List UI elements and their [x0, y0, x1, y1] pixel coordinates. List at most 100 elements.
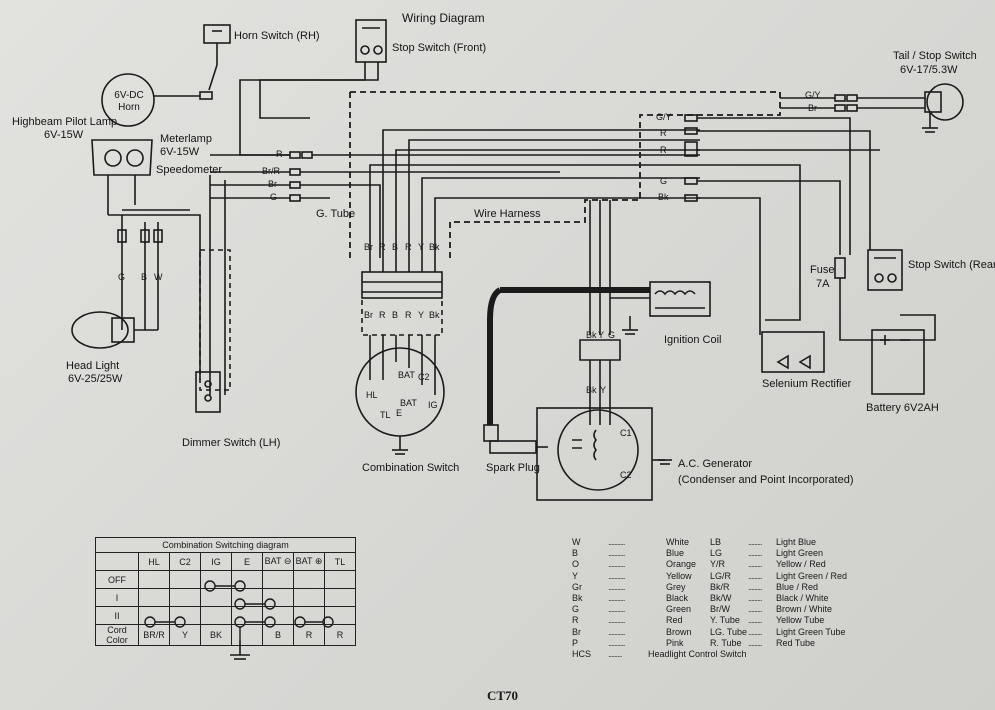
left-connector-code: R [276, 149, 283, 159]
legend-code: Bk/R [710, 581, 730, 592]
legend-code: LB [710, 537, 722, 547]
dimmer-switch-label: Dimmer Switch (LH) [182, 437, 281, 449]
legend-code: Br [572, 626, 581, 637]
row-label: II [95, 606, 139, 625]
table-header: IG [200, 552, 232, 571]
selenium-rectifier-label: Selenium Rectifier [762, 378, 852, 390]
head-light-label: Head Light [66, 360, 120, 372]
legend-meaning: Brown / White [776, 604, 833, 615]
gen-lead-code-low: Y [600, 385, 607, 395]
fuse-rating: 7A [816, 278, 830, 290]
legend-dots: ........... [608, 637, 626, 648]
table-cell [200, 606, 232, 625]
stop-switch-front-label: Stop Switch (Front) [392, 42, 487, 54]
meterlamp-label: Meterlamp [160, 133, 212, 145]
gen-lead-code-low: Bk [586, 385, 597, 395]
legend-dots: ........... [608, 615, 626, 626]
table-header: C2 [169, 552, 201, 571]
legend-meaning: Black [666, 593, 689, 604]
legend-dots: ......... [748, 548, 763, 559]
head-light-rating: 6V-25/25W [68, 373, 123, 385]
table-cell [231, 570, 263, 589]
legend-code: Y/R [710, 559, 726, 570]
legend-dots: ......... [748, 559, 763, 570]
headlight-wire-code: B [141, 272, 148, 282]
spark-plug-icon [483, 424, 548, 454]
legend-meaning: Yellow [666, 570, 692, 581]
gen-lead-code: Y [598, 330, 605, 340]
left-connectors [209, 151, 700, 395]
tail-connector-code: G/Y [805, 90, 821, 100]
table-cell: R [293, 624, 325, 646]
legend-meaning: Orange [666, 559, 697, 570]
table-header [95, 552, 139, 571]
diagram-title: Wiring Diagram [402, 11, 485, 25]
legend-dots: ........... [608, 548, 626, 559]
speedometer-label: Speedometer [156, 164, 223, 176]
table-cell [169, 588, 201, 607]
table-cell [293, 570, 325, 589]
legend-dots: ......... [748, 570, 763, 581]
legend-dots: ........... [608, 581, 626, 592]
harness-code-bottom: Br [364, 310, 373, 320]
tail-stop-switch-label: Tail / Stop Switch [893, 50, 977, 62]
harness-code: Br [364, 242, 373, 252]
legend-dots: ......... [748, 537, 763, 547]
legend-meaning: Light Green [776, 548, 824, 559]
highbeam-pilot-label: Highbeam Pilot Lamp [12, 116, 118, 128]
headlight-icon [71, 209, 201, 380]
legend-dots: ........... [608, 537, 626, 547]
legend-meaning: Blue [666, 548, 685, 559]
table-cell [169, 606, 201, 625]
fuse-icon [834, 257, 936, 341]
meterlamp-rating: 6V-15W [160, 146, 200, 158]
tail-stop-rating: 6V-17/5.3W [900, 64, 958, 76]
legend-meaning: Yellow Tube [776, 615, 825, 626]
legend-code: B [572, 548, 579, 559]
horn-icon [101, 73, 213, 127]
legend-dots: ......... [608, 649, 623, 660]
ac-generator-note: (Condenser and Point Incorporated) [678, 474, 854, 486]
horn-switch-icon [203, 24, 231, 91]
right-connector-code: Bk [658, 192, 669, 202]
legend-dots: ......... [748, 604, 763, 615]
legend-meaning: Headlight Control Switch [648, 649, 747, 660]
right-connector-code: G [660, 176, 668, 186]
legend-code: G [572, 604, 580, 615]
legend-dots: ........... [608, 604, 626, 615]
legend-meaning: Red [666, 615, 683, 626]
legend-dots: ......... [748, 581, 763, 592]
horn-switch-label: Horn Switch (RH) [234, 30, 320, 42]
table-cell [169, 570, 201, 589]
legend-dots: ........... [608, 626, 626, 637]
left-connector-code: Br/R [262, 166, 280, 176]
table-cell [262, 606, 294, 625]
g-tube-label: G. Tube [316, 208, 356, 220]
highbeam-pilot-rating: 6V-15W [44, 129, 84, 141]
combination-switch-icon [355, 258, 445, 455]
legend-code: HCS [572, 649, 592, 660]
table-cell [324, 588, 356, 607]
table-cell: Y [169, 624, 201, 646]
harness-code: R [379, 242, 386, 252]
gen-coil-label: C1 [620, 428, 632, 438]
legend-code: R. Tube [710, 637, 742, 648]
table-cell: B [262, 624, 294, 646]
fuse-label: Fuse [810, 264, 835, 276]
legend-meaning: Brown [666, 626, 692, 637]
switch-terminal: TL [380, 410, 391, 420]
table-header: BAT ⊖ [262, 552, 294, 571]
table-cell [293, 588, 325, 607]
harness-code: B [392, 242, 399, 252]
legend-code: Br/W [710, 604, 730, 615]
legend-row: HCS......... Headlight Control Switch [572, 649, 856, 660]
combination-switch-label: Combination Switch [362, 462, 460, 474]
left-connector-code: Br [268, 179, 277, 189]
legend-meaning: Green [666, 604, 692, 615]
harness-outline [349, 91, 781, 258]
